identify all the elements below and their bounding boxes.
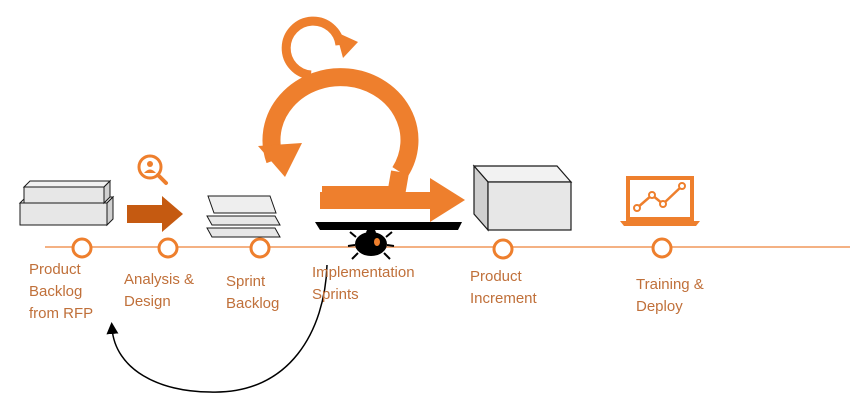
stacked-sheets-icon bbox=[206, 195, 281, 238]
feedback-curved-arrow-icon bbox=[106, 264, 328, 393]
cube-box-icon bbox=[472, 164, 573, 232]
bug-icon bbox=[347, 228, 395, 260]
stage-label-implementation-sprints: Implementation Sprints bbox=[312, 264, 415, 303]
stage-label-product-increment: Product Increment bbox=[470, 268, 537, 307]
stage-label-sprint-backlog: Sprint Backlog bbox=[226, 273, 280, 312]
stage-label-product-backlog: Product Backlog from RFP bbox=[29, 261, 94, 322]
stage-label-analysis-design: Analysis & Design bbox=[124, 271, 195, 310]
laptop-chart-icon bbox=[620, 176, 700, 226]
timeline-node-training-deploy bbox=[651, 237, 673, 259]
timeline-node-product-increment bbox=[492, 238, 514, 260]
stage-label-training-deploy: Training & Deploy bbox=[636, 276, 704, 315]
analysis-arrow bbox=[127, 196, 183, 232]
small-loop-arrow-icon bbox=[281, 16, 358, 80]
timeline-node-analysis-design bbox=[157, 237, 179, 259]
timeline-node-sprint-backlog bbox=[249, 237, 271, 259]
sprint-base-bar bbox=[315, 222, 462, 230]
sprint-cycle-icon bbox=[258, 68, 465, 222]
search-person-icon bbox=[137, 154, 168, 185]
stacked-boxes-icon bbox=[18, 179, 115, 227]
timeline-node-product-backlog bbox=[71, 237, 93, 259]
